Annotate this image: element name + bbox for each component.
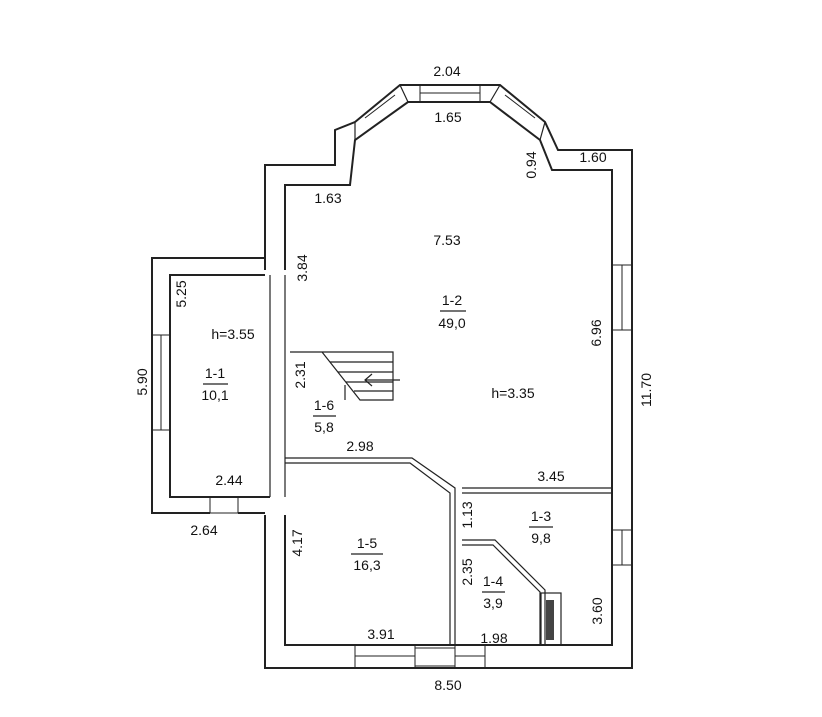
dim-2-04: 2.04 xyxy=(433,63,460,79)
room-1-4-id: 1-4 xyxy=(483,573,503,589)
room-1-5-area: 16,3 xyxy=(353,557,380,573)
room-1-1-area: 10,1 xyxy=(201,387,228,403)
room-1-4-area: 3,9 xyxy=(483,595,503,611)
dim-8-50: 8.50 xyxy=(434,677,461,693)
room-1-5-label: 1-5 16,3 xyxy=(351,535,383,573)
dim-3-91: 3.91 xyxy=(367,626,394,642)
room-1-1-height: h=3.55 xyxy=(211,326,254,342)
dimensions-vertical: 0.94 3.84 5.25 6.96 5.90 2.31 11.70 1.13… xyxy=(134,151,654,624)
dim-2-31: 2.31 xyxy=(292,361,308,388)
room-1-3-label: 1-3 9,8 xyxy=(529,508,553,546)
room-1-1-label: h=3.55 1-1 10,1 xyxy=(201,326,254,403)
dim-6-96: 6.96 xyxy=(588,319,604,346)
dim-0-94: 0.94 xyxy=(523,151,539,178)
dim-3-84: 3.84 xyxy=(294,254,310,281)
room-1-6-id: 1-6 xyxy=(314,397,334,413)
room-1-2-area: 49,0 xyxy=(438,315,465,331)
dim-2-64: 2.64 xyxy=(190,522,217,538)
room-1-3-id: 1-3 xyxy=(531,508,551,524)
windows xyxy=(151,84,633,669)
room-1-5-id: 1-5 xyxy=(357,535,377,551)
dim-1-60: 1.60 xyxy=(579,149,606,165)
room-1-6-label: 1-6 5,8 xyxy=(313,397,336,435)
room-1-3-area: 9,8 xyxy=(531,530,551,546)
dim-2-98: 2.98 xyxy=(346,438,373,454)
dim-1-65: 1.65 xyxy=(434,109,461,125)
room-1-2-label: 1-2 49,0 h=3.35 xyxy=(438,292,534,401)
dim-5-25: 5.25 xyxy=(173,280,189,307)
dim-11-70: 11.70 xyxy=(638,373,654,407)
fixture-boiler xyxy=(540,592,562,646)
room-1-1-id: 1-1 xyxy=(205,365,225,381)
dim-1-13: 1.13 xyxy=(459,501,475,528)
dim-1-98: 1.98 xyxy=(480,630,507,646)
room-1-2-height: h=3.35 xyxy=(491,385,534,401)
room-1-4-label: 1-4 3,9 xyxy=(482,573,505,611)
dim-2-44: 2.44 xyxy=(215,472,242,488)
room-1-6-area: 5,8 xyxy=(314,419,334,435)
dim-2-35: 2.35 xyxy=(459,558,475,585)
interior-partitions xyxy=(285,457,612,645)
staircase xyxy=(290,351,400,401)
dim-7-53: 7.53 xyxy=(433,232,460,248)
dim-4-17: 4.17 xyxy=(289,529,305,556)
dim-1-63: 1.63 xyxy=(314,190,341,206)
room-1-2-id: 1-2 xyxy=(442,292,462,308)
dim-3-45: 3.45 xyxy=(537,468,564,484)
dim-5-90: 5.90 xyxy=(134,368,150,395)
dim-3-60: 3.60 xyxy=(589,597,605,624)
exterior-walls xyxy=(264,84,633,669)
dimensions-horizontal: 2.04 1.65 1.60 1.63 7.53 2.98 3.45 2.44 … xyxy=(190,63,606,693)
